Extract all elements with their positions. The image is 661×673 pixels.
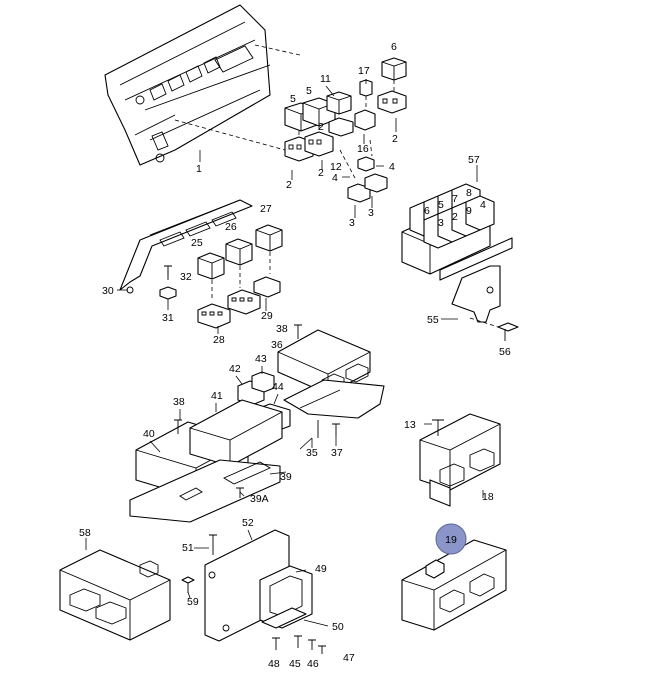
relay-carrier-bracket xyxy=(104,4,271,166)
highlight-label: 19 xyxy=(445,534,457,546)
callout-2d: 2 xyxy=(318,121,324,133)
callout-52: 52 xyxy=(242,517,254,529)
callout-56: 56 xyxy=(499,346,511,358)
clip-31 xyxy=(159,286,177,300)
callout-18: 18 xyxy=(482,491,494,503)
callout-12: 12 xyxy=(330,161,342,173)
callout-11: 11 xyxy=(320,73,331,85)
callout-labels: 1 2 2 2 2 3 3 4 4 5 5 6 11 12 16 17 25 2… xyxy=(79,41,511,670)
callout-35: 35 xyxy=(306,447,318,459)
callout-2b: 2 xyxy=(318,167,324,179)
callout-5b: 5 xyxy=(306,85,312,97)
relay-25 xyxy=(197,252,225,280)
callout-57: 57 xyxy=(468,154,480,166)
callout-39: 39 xyxy=(280,471,292,483)
relay-holder-16 xyxy=(328,109,376,137)
callout-31: 31 xyxy=(162,312,174,324)
callout-3b: 3 xyxy=(368,207,374,219)
relay-27 xyxy=(255,224,283,252)
control-unit-41 xyxy=(189,399,283,467)
callout-55: 55 xyxy=(427,314,439,326)
callout-44: 44 xyxy=(272,381,284,393)
screw-39a xyxy=(236,487,244,498)
relay-key-4: 4 xyxy=(480,199,486,211)
callout-47: 47 xyxy=(343,652,355,664)
callout-36: 36 xyxy=(271,339,283,351)
relay-key-6: 6 xyxy=(424,205,430,217)
callout-50: 50 xyxy=(332,621,344,633)
callout-58: 58 xyxy=(79,527,91,539)
screw-56 xyxy=(497,322,519,341)
callout-46: 46 xyxy=(307,658,319,670)
relay-block-keys: 6 5 7 8 3 2 9 4 xyxy=(424,187,486,229)
callout-25: 25 xyxy=(191,237,203,249)
callout-42: 42 xyxy=(229,363,241,375)
control-unit-58 xyxy=(59,549,171,641)
screws-45-48 xyxy=(272,635,326,654)
callout-29: 29 xyxy=(261,310,273,322)
callout-30: 30 xyxy=(102,285,114,297)
callout-5a: 5 xyxy=(290,93,296,105)
highlight-badge-19[interactable]: 19 xyxy=(435,523,467,555)
relay-grid xyxy=(409,183,495,249)
callout-45: 45 xyxy=(289,658,301,670)
callout-28a: 28 xyxy=(213,334,225,346)
bracket-35 xyxy=(283,379,385,438)
callout-4b: 4 xyxy=(332,172,338,184)
callout-2a: 2 xyxy=(286,179,292,191)
clip-50 xyxy=(261,607,307,629)
callout-59: 59 xyxy=(187,596,199,608)
screw-51 xyxy=(209,534,217,555)
callout-37: 37 xyxy=(331,447,343,459)
screw-38-upper xyxy=(294,324,302,339)
callout-49: 49 xyxy=(315,563,327,575)
callout-26: 26 xyxy=(225,221,237,233)
callout-6: 6 xyxy=(391,41,397,53)
callout-38a: 38 xyxy=(276,323,288,335)
relay-socket-28 xyxy=(197,303,231,329)
small-socket-group xyxy=(347,156,388,203)
bracket-30 xyxy=(119,199,253,294)
relay-key-7: 7 xyxy=(452,193,458,205)
callout-13: 13 xyxy=(404,419,416,431)
callout-3a: 3 xyxy=(349,217,355,229)
relay-26 xyxy=(225,238,253,266)
relay-block-57 xyxy=(401,183,513,323)
callout-1: 1 xyxy=(196,163,202,175)
relay-key-3: 3 xyxy=(438,217,444,229)
callout-38b: 38 xyxy=(173,396,185,408)
callout-39a: 39A xyxy=(250,493,269,505)
callout-48: 48 xyxy=(268,658,280,670)
relay-module-18 xyxy=(419,413,501,507)
callout-4a: 4 xyxy=(389,161,395,173)
relay-socket-right xyxy=(304,131,334,157)
screw-37 xyxy=(332,423,340,436)
relay-43 xyxy=(251,371,275,393)
relay-socket-28b xyxy=(227,289,261,315)
callout-43: 43 xyxy=(255,353,267,365)
callout-51: 51 xyxy=(182,542,194,554)
relay-socket-29 xyxy=(253,276,281,298)
bracket-39 xyxy=(129,459,281,523)
relay-module-19 xyxy=(401,539,507,631)
callout-2c: 2 xyxy=(392,133,398,145)
screw-13 xyxy=(432,419,444,436)
callout-41: 41 xyxy=(211,390,223,402)
relay-key-8: 8 xyxy=(466,187,472,199)
callout-17: 17 xyxy=(358,65,370,77)
relay-key-9: 9 xyxy=(466,205,472,217)
callout-32: 32 xyxy=(180,271,192,283)
screw-59 xyxy=(181,576,195,593)
screw-38-lower xyxy=(174,419,182,434)
callout-16: 16 xyxy=(357,143,369,155)
highlight-circle[interactable] xyxy=(435,523,467,555)
relay-6 xyxy=(381,57,407,81)
relay-11 xyxy=(326,91,352,115)
callout-40: 40 xyxy=(143,428,155,440)
relay-key-2: 2 xyxy=(452,211,458,223)
callout-27: 27 xyxy=(260,203,272,215)
relay-socket-top-right xyxy=(377,90,407,114)
relay-key-5: 5 xyxy=(438,199,444,211)
